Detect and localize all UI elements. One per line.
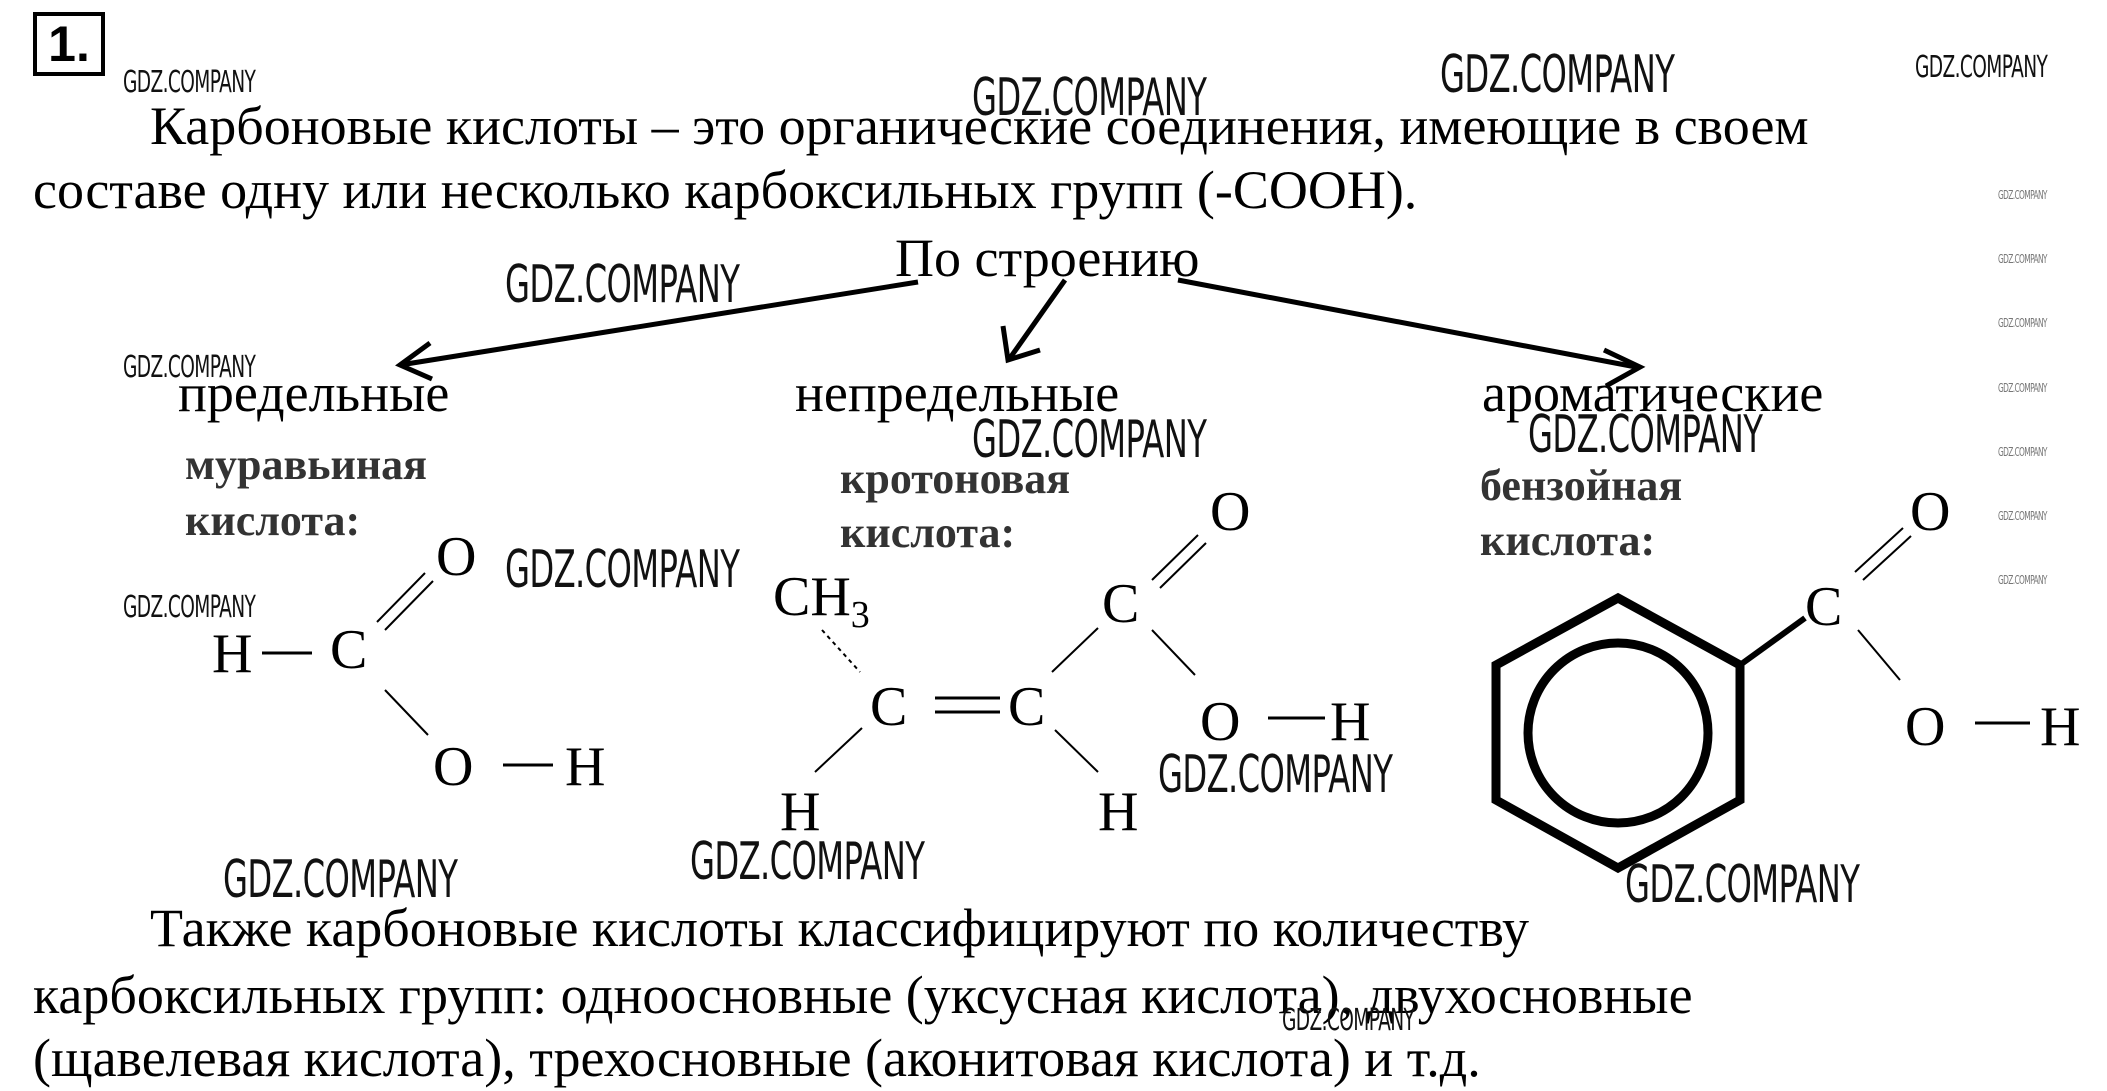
crotonic-bond-ch3-c [821,629,861,673]
watermark: GDZ.COMPANY [1625,855,1860,915]
acid-name-formic-2: кислота: [185,496,361,545]
watermark: GDZ.COMPANY [1282,1003,1415,1038]
watermark: GDZ.COMPANY [972,68,1207,128]
benzoic-bond-ring-c [1738,615,1807,668]
watermark: GDZ.COMPANY [1998,188,2047,202]
category-saturated: предельные [178,363,450,423]
formic-c: C [330,619,367,681]
benzoic-h-oh: H [2040,696,2080,758]
formic-h: H [212,623,252,685]
watermark: GDZ.COMPANY [1998,573,2047,587]
benzoic-o-double: O [1910,481,1950,543]
watermark: GDZ.COMPANY [123,590,256,625]
acid-name-benzoic-1: бензойная [1480,461,1683,510]
acid-name-crotonic-2: кислота: [840,508,1016,557]
crotonic-double-bond-co-2 [1159,542,1207,589]
formic-double-bond-1 [376,572,426,623]
formic-acid-formula: H C O O H [212,526,605,798]
classification-heading: По строению [895,228,1200,288]
crotonic-o: O [1200,691,1240,753]
watermark: GDZ.COMPANY [1440,45,1675,105]
outro-line-2: карбоксильных групп: одноосновные (уксус… [33,965,1693,1025]
watermark: GDZ.COMPANY [505,255,740,315]
watermark: GDZ.COMPANY [1998,316,2047,330]
crotonic-o-double: O [1210,481,1250,543]
watermark: GDZ.COMPANY [1998,509,2047,523]
benzene-aromatic-circle [1523,638,1713,828]
crotonic-h1: H [780,781,820,843]
watermark: GDZ.COMPANY [1998,381,2047,395]
arrow-to-aromatic [1177,277,1637,370]
category-unsaturated: непредельные [795,363,1120,423]
formic-h-oh: H [565,736,605,798]
watermark: GDZ.COMPANY [1915,50,2048,85]
intro-line-2: составе одну или несколько карбоксильных… [33,160,1418,220]
arrow-to-saturated [399,279,919,368]
arrow-to-unsaturated [1007,278,1068,360]
arrow-head-unsaturated [1000,325,1041,364]
crotonic-c1: C [870,676,907,738]
formic-o: O [433,736,473,798]
benzoic-bond-c-o [1857,629,1901,681]
crotonic-bond-c1-h [814,727,863,773]
watermark: GDZ.COMPANY [1998,445,2047,459]
outro-line-3: (щавелевая кислота), трехосновные (акони… [33,1028,1481,1088]
acid-name-crotonic-1: кротоновая [840,454,1071,503]
watermark: GDZ.COMPANY [1998,252,2047,266]
watermark: GDZ.COMPANY [1528,405,1763,465]
category-aromatic: ароматические [1482,363,1824,423]
outro-line-1: Также карбоновые кислоты классифицируют … [150,898,1530,958]
arrow-head-aromatic [1602,347,1646,389]
acid-name-benzoic-2: кислота: [1480,516,1656,565]
benzoic-double-bond-1 [1854,527,1904,573]
benzoic-acid-formula: C O O H [1491,481,2080,874]
watermark: GDZ.COMPANY [123,350,256,385]
crotonic-double-bond-co-1 [1151,534,1199,581]
watermark: GDZ.COMPANY [223,850,458,910]
crotonic-ch3: CH3 [773,566,870,636]
benzoic-o: O [1905,696,1945,758]
arrow-head-saturated [395,340,434,382]
crotonic-c3: C [1102,573,1139,635]
watermark: GDZ.COMPANY [1158,745,1393,805]
task-number: 1. [33,12,105,76]
crotonic-bond-c2-h [1054,729,1099,773]
crotonic-acid-formula: CH3 C C H H C O O H [773,481,1370,843]
watermark: GDZ.COMPANY [123,65,256,100]
formic-o-double: O [436,526,476,588]
watermark: GDZ.COMPANY [972,410,1207,470]
acid-name-formic-1: муравьиная [185,440,427,489]
benzoic-c: C [1805,576,1842,638]
formic-double-bond-2 [384,580,434,631]
crotonic-c2: C [1008,676,1045,738]
crotonic-h2: H [1098,781,1138,843]
benzoic-double-bond-2 [1862,535,1912,581]
crotonic-bond-c3-o [1151,629,1196,676]
formic-bond-c-o [384,689,429,736]
watermark: GDZ.COMPANY [505,540,740,600]
intro-line-1: Карбоновые кислоты – это органические со… [150,96,1809,156]
crotonic-h-oh: H [1330,691,1370,753]
crotonic-bond-c2-c3 [1051,627,1099,673]
classification-arrows [395,277,1646,389]
watermark: GDZ.COMPANY [690,832,925,892]
